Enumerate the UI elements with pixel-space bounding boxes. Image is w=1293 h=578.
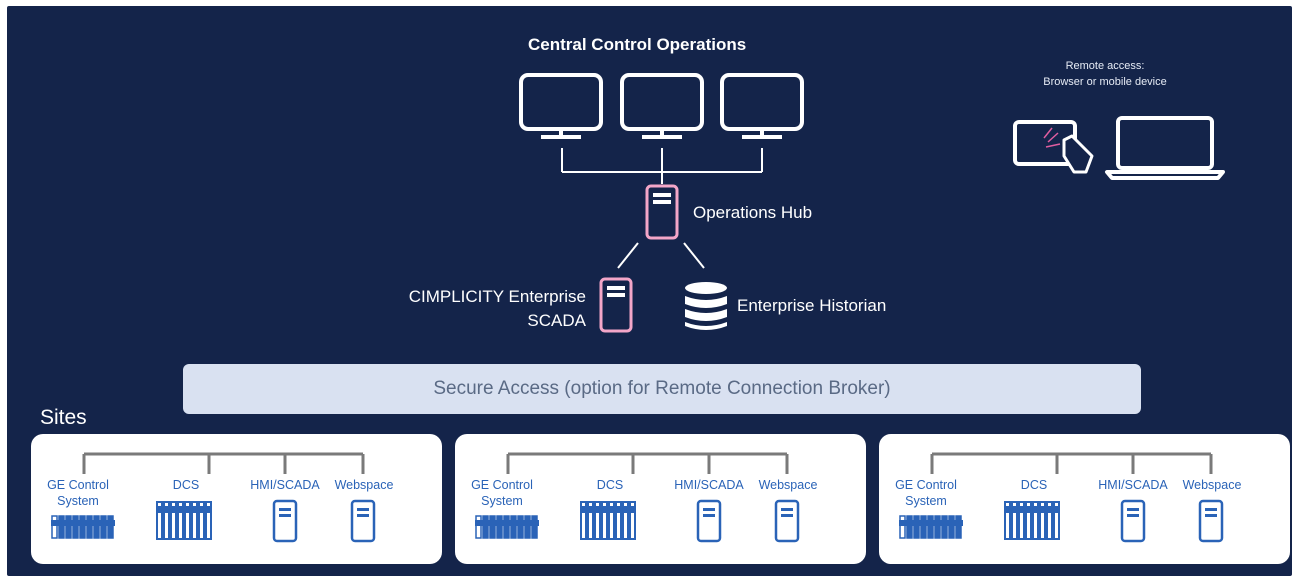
server-icon (1198, 499, 1224, 543)
site-item-label: DCS (570, 477, 650, 493)
database-icon (685, 282, 727, 330)
site-item-label-line1: Webspace (758, 478, 818, 492)
cimplicity-label-line2: SCADA (527, 311, 586, 330)
monitor-connector-lines (561, 148, 763, 184)
site-graphics (51, 452, 376, 543)
sites-heading: Sites (40, 406, 87, 429)
server-icon (272, 499, 298, 543)
site-item-label-line1: DCS (172, 478, 200, 492)
site-item-label: HMI/SCADA (669, 477, 749, 493)
site-connector-lines (82, 452, 365, 474)
server-icon (350, 499, 376, 543)
site-item-label-line1: Webspace (1182, 478, 1242, 492)
site-item-label-line1: HMI/SCADA (674, 478, 744, 492)
laptop-icon (1105, 116, 1225, 180)
site-item-label-line1: DCS (1020, 478, 1048, 492)
dcs-rack-icon (580, 501, 636, 540)
remote-access-label: Remote access: Browser or mobile device (1010, 58, 1200, 90)
site-item-label-line1: Webspace (334, 478, 394, 492)
server-icon (696, 499, 722, 543)
site-item-label: Webspace (1172, 477, 1252, 493)
site-graphics (475, 452, 800, 543)
site-item-label-line1: DCS (596, 478, 624, 492)
site-item-label-line1: GE Control (895, 478, 957, 492)
site-item-label-line1: HMI/SCADA (1098, 478, 1168, 492)
dcs-rack-icon (156, 501, 212, 540)
tablet-touch-icon (1013, 120, 1094, 174)
monitor-icon (519, 73, 603, 139)
central-control-title: Central Control Operations (528, 35, 747, 54)
controller-rack-icon (475, 515, 539, 539)
remote-access-devices: Browser or mobile device (1043, 76, 1167, 88)
cimplicity-label: CIMPLICITY Enterprise SCADA (380, 285, 586, 333)
cimplicity-label-line1: CIMPLICITY Enterprise (408, 287, 586, 306)
site-item-label: Webspace (748, 477, 828, 493)
monitor-icon (720, 73, 804, 139)
secure-access-label: Secure Access (option for Remote Connect… (433, 378, 891, 399)
cimplicity-server-icon (599, 277, 633, 333)
hub-connector-lines (617, 242, 705, 269)
site-item-label: DCS (146, 477, 226, 493)
site-item-label: HMI/SCADA (1093, 477, 1173, 493)
monitor-icon (620, 73, 704, 139)
site-item-label: DCS (994, 477, 1074, 493)
operations-hub-label: Operations Hub (693, 203, 813, 222)
secure-access-bar: Secure Access (option for Remote Connect… (183, 364, 1141, 414)
site-item-label-line2: System (57, 494, 99, 508)
site-connector-lines (506, 452, 789, 474)
historian-label: Enterprise Historian (737, 296, 887, 315)
site-item-label-line1: HMI/SCADA (250, 478, 320, 492)
server-icon (774, 499, 800, 543)
site-item-label-line2: System (481, 494, 523, 508)
server-icon (1120, 499, 1146, 543)
site-item-label: HMI/SCADA (245, 477, 325, 493)
site-item-label-line1: GE Control (47, 478, 109, 492)
remote-access-line: Remote access: (1065, 60, 1145, 72)
controller-rack-icon (51, 515, 115, 539)
site-graphics (899, 452, 1224, 543)
site-item-label-line1: GE Control (471, 478, 533, 492)
dcs-rack-icon (1004, 501, 1060, 540)
operations-hub-server-icon (645, 184, 679, 240)
site-connector-lines (930, 452, 1213, 474)
site-item-label: Webspace (324, 477, 404, 493)
site-item-label-line2: System (905, 494, 947, 508)
controller-rack-icon (899, 515, 963, 539)
